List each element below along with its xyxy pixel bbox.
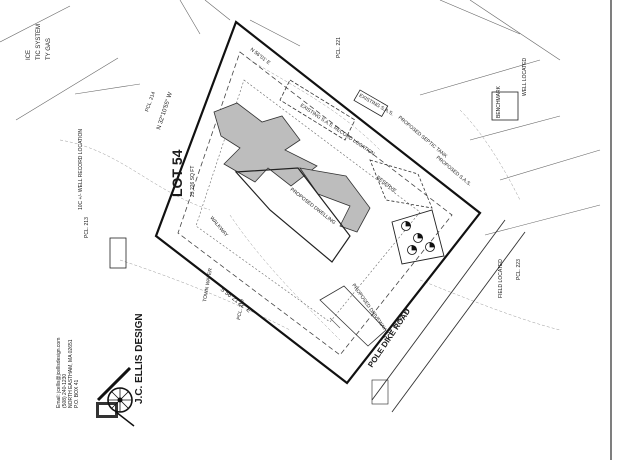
well-located-note: WELL LOCATED — [522, 58, 528, 96]
parcel-221: PCL. 221 — [336, 37, 342, 58]
existing-sas-label: EXISTING S.A.S. — [358, 93, 395, 118]
designer-email: Email: jcellis@jcellisdesign.com — [56, 338, 62, 408]
lot-title: LOT 54 — [169, 149, 185, 197]
existing-sas-outline — [279, 79, 356, 141]
note-septic-system: TIC SYSTEM — [36, 24, 42, 60]
parcel-223: PCL. 223 — [516, 259, 522, 280]
cannon-logo-icon — [96, 366, 135, 427]
walkway-note: WALKWAY — [208, 215, 229, 238]
parcel-214: PCL. 214 — [144, 91, 157, 113]
designer-address-2: NORTH EASTHAM, MA 02651 — [68, 339, 74, 408]
bearing-south: S 56°21'22" E — [219, 287, 252, 315]
context-lines — [0, 0, 601, 236]
parcel-219: PCL. 219 — [236, 299, 246, 321]
leaching-pits — [401, 221, 435, 255]
contour-lines — [59, 59, 561, 341]
top-left-notes: ICE TIC SYSTEM TY GAS — [26, 24, 52, 60]
driveway-label: PROPOSED DRIVEWAY — [350, 283, 387, 333]
existing-sas-left-box — [109, 237, 127, 269]
road-annotation-box — [371, 379, 389, 405]
note-ice: ICE — [26, 50, 32, 60]
field-located-note: FIELD LOCATED — [498, 259, 504, 298]
designer-name: J.C. ELLIS DESIGN — [134, 313, 145, 404]
note-gas: TY GAS — [46, 38, 52, 60]
sas-field — [391, 209, 445, 265]
road-edges — [371, 219, 526, 413]
reserve-label: RESERVE — [375, 175, 398, 195]
bearing-top: N 56°01' E — [249, 47, 272, 67]
parcel-213: PCL. 213 — [84, 217, 90, 238]
existing-sas-box: EXISTING S.A.S. — [353, 89, 395, 118]
setback-line — [177, 51, 453, 356]
benchmark-box: BENCHMARK — [491, 85, 519, 121]
bearing-west: N 32°10'55" W — [156, 91, 174, 130]
lot-area: 23,226 SQ FT — [190, 166, 196, 197]
existing-sas-record-label: EXISTING S.A.S. RECORD LOCATION — [299, 103, 376, 158]
town-water-note: TOWN WATER — [202, 267, 214, 302]
designer-phone: (508) 240-1230 — [62, 374, 68, 408]
reserve-area — [369, 159, 433, 209]
proposed-dwelling — [213, 102, 371, 263]
designer-address-1: P.O. BOX 41 — [74, 380, 80, 408]
well-record-note: 10C +/- WELL RECORD LOCATION — [78, 129, 84, 210]
proposed-driveway-shape — [319, 285, 387, 347]
benchmark-label: BENCHMARK — [496, 85, 502, 118]
lot-boundary — [154, 20, 482, 385]
